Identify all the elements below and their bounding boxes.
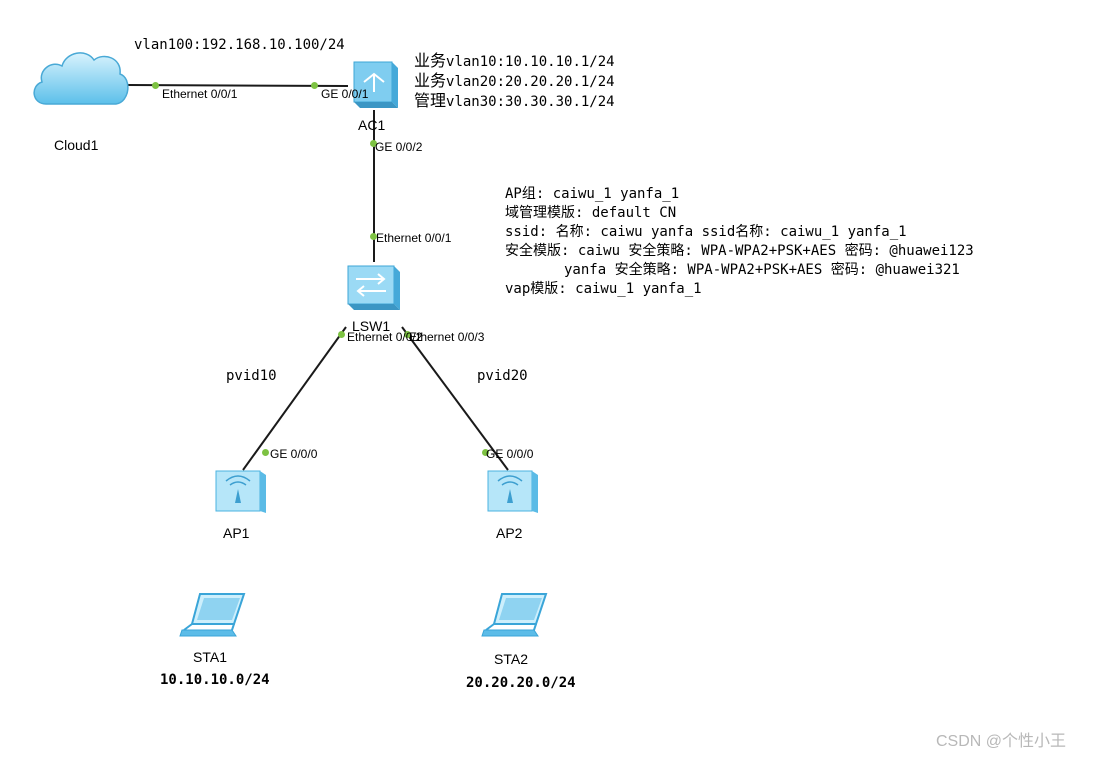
wlan-note-line: ssid: 名称: caiwu yanfa ssid名称: caiwu_1 ya… — [505, 224, 907, 240]
pvid-left-label: pvid10 — [226, 368, 277, 384]
port-label-sw-eth1: Ethernet 0/0/1 — [376, 231, 452, 245]
port-label-cloud-eth: Ethernet 0/0/1 — [162, 87, 238, 101]
wlan-note-line: vap模版: caiwu_1 yanfa_1 — [505, 281, 702, 297]
access-point-icon[interactable] — [484, 465, 540, 515]
wlan-note-line: 域管理模版: default CN — [505, 205, 677, 221]
ac-vlan-item: 业务vlan10:10.10.10.1/24 — [414, 51, 615, 70]
port-dot-cloud — [152, 82, 159, 89]
laptop-icon[interactable] — [178, 590, 248, 640]
port-dot-ap2 — [482, 449, 489, 456]
sta2-subnet: 20.20.20.0/24 — [466, 675, 576, 691]
port-dot-sw-eth2 — [338, 331, 345, 338]
ac-vlan-item: 管理vlan30:30.30.30.1/24 — [414, 91, 615, 110]
management-vlan-label: vlan100:192.168.10.100/24 — [134, 37, 345, 53]
port-dot-ac-ge1 — [311, 82, 318, 89]
cloud-icon[interactable] — [28, 42, 132, 114]
access-controller-icon[interactable] — [344, 58, 400, 110]
laptop-icon[interactable] — [480, 590, 550, 640]
link-switch-ap1 — [242, 326, 347, 471]
watermark: CSDN @个性小王 — [936, 733, 1067, 750]
ac-label: AC1 — [358, 117, 386, 133]
ac-vlan-item: 业务vlan20:20.20.20.1/24 — [414, 71, 615, 90]
access-point-icon[interactable] — [212, 465, 268, 515]
wlan-config-notes: AP组: caiwu_1 yanfa_1 域管理模版: default CN s… — [505, 185, 974, 299]
port-dot-sw-eth3 — [404, 331, 411, 338]
pvid-right-label: pvid20 — [477, 368, 528, 384]
switch-label: LSW1 — [352, 318, 391, 334]
ap1-label: AP1 — [223, 525, 250, 541]
port-dot-sw-eth1 — [370, 233, 377, 240]
ap2-label: AP2 — [496, 525, 523, 541]
port-dot-ac-ge2 — [370, 140, 377, 147]
ac-vlan-list: 业务vlan10:10.10.10.1/24 业务vlan20:20.20.20… — [414, 47, 615, 110]
sta1-subnet: 10.10.10.0/24 — [160, 672, 270, 688]
port-label-ap2-ge: GE 0/0/0 — [486, 447, 534, 461]
sta2-label: STA2 — [494, 651, 528, 667]
sta1-label: STA1 — [193, 649, 227, 665]
port-label-sw-eth3: Ethernet 0/0/3 — [409, 330, 485, 344]
wlan-note-line: 安全模版: caiwu 安全策略: WPA-WPA2+PSK+AES 密码: @… — [505, 243, 974, 259]
port-label-sw-eth2: Ethernet 0/0/2 — [347, 330, 423, 344]
wlan-note-line: yanfa 安全策略: WPA-WPA2+PSK+AES 密码: @huawei… — [505, 262, 960, 278]
switch-icon[interactable] — [344, 260, 402, 312]
port-label-ac-ge2: GE 0/0/2 — [375, 140, 423, 154]
port-dot-ap1 — [262, 449, 269, 456]
port-label-ac-ge1: GE 0/0/1 — [321, 87, 369, 101]
cloud-label: Cloud1 — [54, 137, 99, 153]
wlan-note-line: AP组: caiwu_1 yanfa_1 — [505, 186, 680, 202]
link-switch-ap2 — [401, 326, 509, 471]
port-label-ap1-ge: GE 0/0/0 — [270, 447, 318, 461]
